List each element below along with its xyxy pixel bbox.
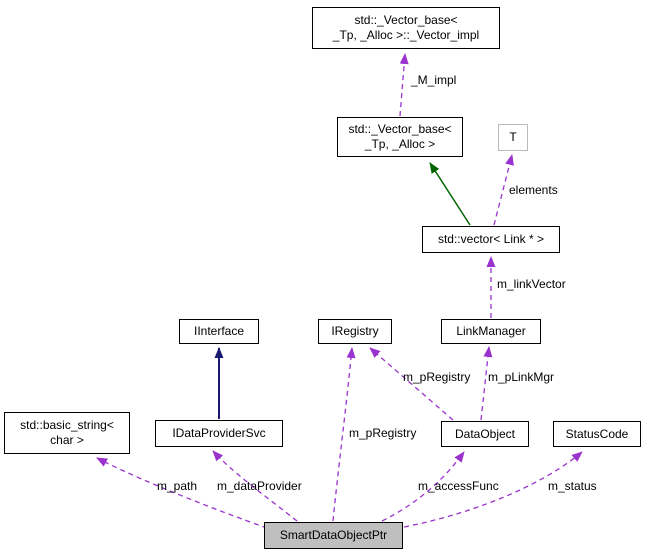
node-smartdataobjectptr: SmartDataObjectPtr (264, 522, 403, 549)
edge-label-m-path: m_path (157, 479, 198, 493)
edge-m-plinkmgr (480, 346, 493, 421)
edge-m-dataprovider (212, 450, 298, 522)
edge-label-m-pregistry-upper: m_pRegistry (403, 370, 471, 384)
edge-m-accessfunc (381, 451, 465, 522)
node-idataprovidersvc[interactable]: IDataProviderSvc (155, 420, 283, 447)
edge-label-m-plinkmgr: m_pLinkMgr (488, 370, 555, 384)
node-t: T (498, 124, 528, 151)
node-linkmanager[interactable]: LinkManager (441, 319, 541, 344)
edge-elements (493, 154, 514, 226)
node-vector-impl[interactable]: std::_Vector_base< _Tp, _Alloc >::_Vecto… (312, 7, 500, 49)
node-basic-string[interactable]: std::basic_string< char > (4, 412, 130, 454)
edge-m-impl (399, 53, 409, 117)
node-statuscode[interactable]: StatusCode (553, 421, 641, 447)
node-vector-base[interactable]: std::_Vector_base< _Tp, _Alloc > (337, 117, 463, 157)
edge-m-status (403, 451, 583, 528)
edge-label-m-pregistry-lower: m_pRegistry (349, 426, 417, 440)
edge-inherit-vector-base (429, 162, 471, 226)
node-dataobject[interactable]: DataObject (441, 421, 529, 447)
node-iregistry[interactable]: IRegistry (318, 319, 392, 344)
edge-label-m-impl: _M_impl (411, 73, 457, 87)
edge-label-m-accessfunc: m_accessFunc (418, 479, 499, 493)
edge-m-path (96, 457, 268, 529)
edge-label-elements: elements (509, 183, 558, 197)
node-iinterface[interactable]: IInterface (179, 319, 259, 344)
edge-m-pregistry-lower (332, 347, 356, 522)
node-std-vector-link[interactable]: std::vector< Link * > (422, 226, 560, 253)
edge-label-m-status: m_status (548, 479, 597, 493)
edge-label-m-linkvector: m_linkVector (497, 277, 566, 291)
edge-m-pregistry-upper (369, 347, 454, 421)
edge-label-m-dataprovider: m_dataProvider (217, 479, 302, 493)
